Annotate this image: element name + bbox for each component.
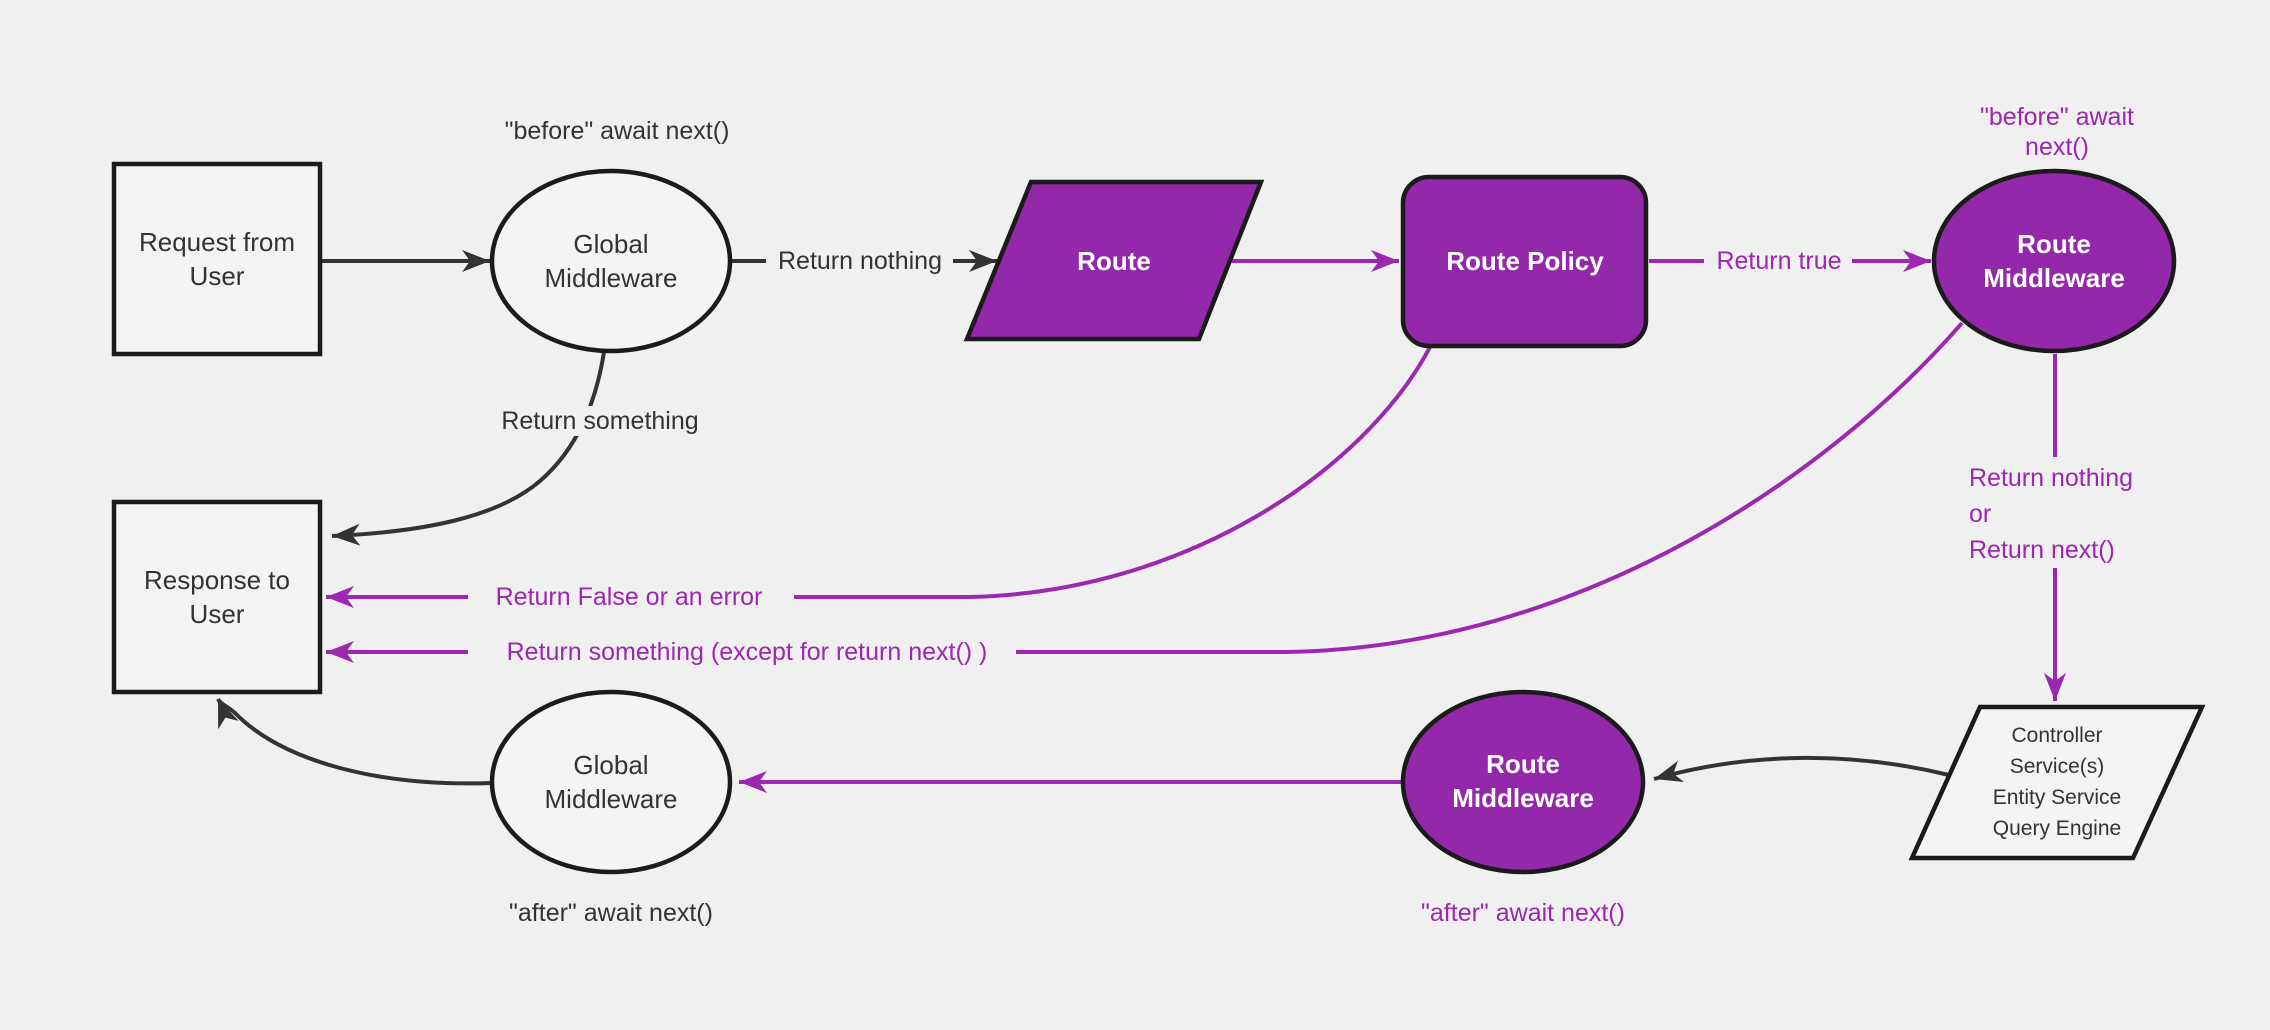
node-route-middleware-bottom-label: Route Middleware [1452,749,1594,813]
edge-controller-to-route-middleware [1653,755,1950,783]
edge-global-middleware-to-response [216,698,493,786]
node-route-parallelogram [963,179,1265,342]
node-route-middleware-top-label: Route Middleware [1983,229,2125,293]
edge-label-before-await-next-right: "before" await next() [1950,102,2164,162]
edge-return-something-except-curve [1016,321,1964,654]
edge-label-return-nothing-or-next: Return nothing or Return next() [1963,460,2140,568]
edge-label-return-false-or-error: Return False or an error [489,582,769,612]
node-request-label: Request from User [138,227,296,291]
node-route-policy-box [1400,174,1649,349]
edge-label-return-true: Return true [1710,246,1848,276]
node-route-policy-label: Route Policy [1446,246,1604,276]
edge-label-after-await-next-black: "after" await next() [503,898,719,928]
node-global-middleware-bottom-ellipse [489,689,733,875]
edge-return-false-curve [794,346,1432,599]
node-global-middleware-bottom-label: Global Middleware [544,750,678,814]
node-route-label: Route [1077,246,1151,276]
edge-label-return-nothing-top: Return nothing [771,246,949,276]
edge-label-before-await-next-top: "before" await next() [498,116,736,146]
node-global-middleware-top-label: Global Middleware [544,229,678,293]
node-route-middleware-bottom-ellipse [1400,689,1646,875]
edge-label-after-await-next-purple: "after" await next() [1415,898,1631,928]
node-response-label: Response to User [144,565,290,629]
edge-return-something-curve [331,351,606,546]
node-controller-label: Controller Service(s) Entity Service Que… [1992,724,2122,840]
node-request-box [111,161,323,357]
edge-label-return-something: Return something [495,406,705,436]
edge-label-return-something-except: Return something (except for return next… [500,637,994,667]
node-controller-parallelogram [1908,704,2206,861]
node-route-middleware-top-ellipse [1931,168,2177,354]
node-response-box [111,499,323,695]
node-global-middleware-top-ellipse [489,168,733,354]
